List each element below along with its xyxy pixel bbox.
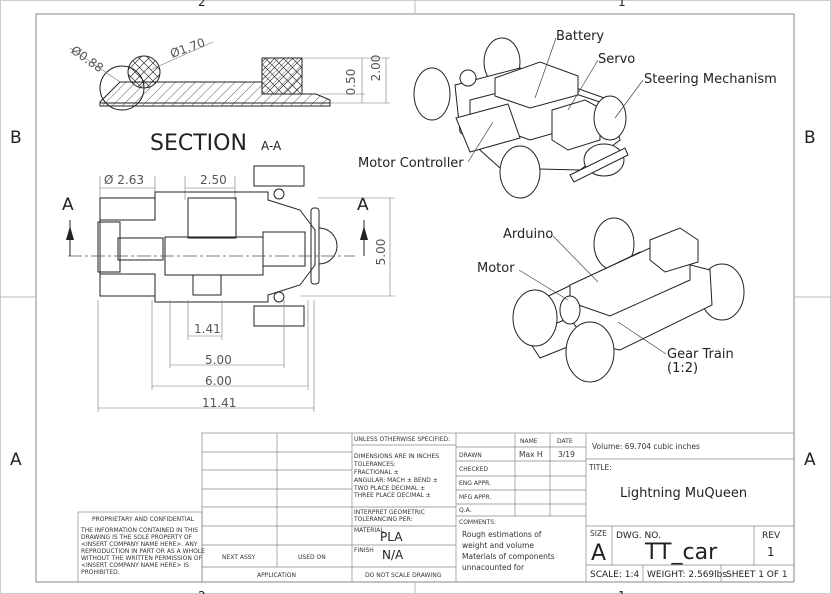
proprietary-title: PROPRIETARY AND CONFIDENTIAL bbox=[92, 516, 195, 523]
tb-qa: Q.A. bbox=[459, 507, 472, 514]
dim-dia-263: Ø 2.63 bbox=[104, 173, 144, 187]
callout-gear-ratio: (1:2) bbox=[667, 361, 698, 376]
proprietary-line-4: REPRODUCTION IN PART OR AS A WHOLE bbox=[81, 548, 205, 555]
callout-motor-controller: Motor Controller bbox=[358, 156, 464, 171]
tb-comment-2: weight and volume bbox=[462, 541, 534, 550]
tb-unless: UNLESS OTHERWISE SPECIFIED: bbox=[354, 436, 450, 443]
tb-size-label: SIZE bbox=[590, 529, 607, 538]
callout-motor: Motor bbox=[477, 261, 515, 276]
tb-comment-4: unnacounted for bbox=[462, 563, 525, 572]
dim-1141: 11.41 bbox=[202, 396, 236, 410]
tb-weight: WEIGHT: 2.569lbs bbox=[647, 570, 727, 580]
tb-date-header: DATE bbox=[557, 438, 573, 445]
tb-interpret: INTERPRET GEOMETRIC bbox=[354, 509, 425, 516]
callout-servo: Servo bbox=[598, 52, 635, 67]
title-block bbox=[201, 432, 795, 583]
tb-title-label: TITLE: bbox=[588, 463, 612, 472]
tb-used-on: USED ON bbox=[298, 554, 326, 561]
tb-fractional: FRACTIONAL ± bbox=[354, 469, 399, 476]
dim-500: 5.00 bbox=[205, 353, 232, 367]
tb-do-not-scale: DO NOT SCALE DRAWING bbox=[365, 572, 442, 579]
tb-three-place: THREE PLACE DECIMAL ± bbox=[353, 492, 431, 499]
zone-label-b-left: B bbox=[10, 128, 22, 148]
zone-label-2-top: 2 bbox=[198, 0, 206, 9]
proprietary-line-2: DRAWING IS THE SOLE PROPERTY OF bbox=[81, 534, 193, 541]
plan-view: Ø 2.63 2.50 A A 5.00 bbox=[62, 165, 395, 412]
section-subtitle: A-A bbox=[261, 139, 282, 153]
tb-eng-appr: ENG APPR. bbox=[459, 480, 491, 487]
callout-battery: Battery bbox=[556, 29, 604, 44]
tb-dims-in: DIMENSIONS ARE IN INCHES bbox=[354, 453, 439, 460]
zone-label-b-right: B bbox=[804, 128, 816, 148]
section-title: SECTION bbox=[150, 131, 247, 156]
tb-rev-label: REV bbox=[762, 531, 781, 541]
tb-comments-label: COMMENTS: bbox=[459, 519, 496, 526]
section-marker-a-left: A bbox=[62, 195, 74, 215]
callout-gear-train: Gear Train bbox=[667, 347, 734, 362]
tb-sheet: SHEET 1 OF 1 bbox=[726, 570, 788, 580]
tb-application: APPLICATION bbox=[257, 572, 296, 579]
dim-height-200: 2.00 bbox=[369, 55, 383, 82]
iso-view-top bbox=[413, 37, 629, 199]
iso-view-bottom bbox=[512, 217, 745, 383]
proprietary-line-3: <INSERT COMPANY NAME HERE>. ANY bbox=[81, 541, 198, 548]
proprietary-line-1: THE INFORMATION CONTAINED IN THIS bbox=[80, 527, 198, 534]
tb-drawn-date: 3/19 bbox=[558, 450, 575, 459]
dim-600: 6.00 bbox=[205, 374, 232, 388]
tb-material: PLA bbox=[380, 530, 403, 544]
tb-rev: 1 bbox=[767, 545, 775, 559]
callout-arduino: Arduino bbox=[503, 227, 553, 242]
proprietary-line-5: WITHOUT THE WRITTEN PERMISSION OF bbox=[81, 555, 202, 562]
section-view: 0.50 2.00 Ø0.88 Ø1.70 SECTION A-A bbox=[68, 35, 390, 156]
tb-dwg-no: TT_car bbox=[644, 540, 718, 565]
dim-141: 1.41 bbox=[194, 322, 221, 336]
tb-mfg-appr: MFG APPR. bbox=[459, 494, 491, 501]
tb-tolerances: TOLERANCES: bbox=[353, 461, 396, 468]
tb-angular: ANGULAR: MACH ± BEND ± bbox=[354, 477, 438, 484]
tb-material-label: MATERIAL bbox=[354, 527, 384, 534]
tb-dwg-label: DWG. NO. bbox=[616, 531, 661, 541]
proprietary-line-6: <INSERT COMPANY NAME HERE> IS bbox=[81, 562, 189, 569]
zone-label-a-left: A bbox=[10, 450, 22, 470]
dim-dia-170: Ø1.70 bbox=[168, 35, 207, 61]
zone-label-1-top: 1 bbox=[618, 0, 626, 9]
tb-title: Lightning MuQueen bbox=[620, 486, 747, 501]
section-marker-a-right: A bbox=[357, 195, 369, 215]
zone-label-1-bottom: 1 bbox=[618, 589, 626, 594]
tb-next-assy: NEXT ASSY bbox=[222, 554, 256, 561]
zone-label-a-right: A bbox=[804, 450, 816, 470]
dim-250: 2.50 bbox=[200, 173, 227, 187]
tb-name-header: NAME bbox=[520, 438, 538, 445]
tb-finish: N/A bbox=[382, 548, 404, 562]
zone-label-2-bottom: 2 bbox=[198, 589, 206, 594]
tb-volume: Volume: 69.704 cubic inches bbox=[592, 442, 700, 451]
tb-scale: SCALE: 1:4 bbox=[590, 570, 640, 580]
callout-steering: Steering Mechanism bbox=[644, 72, 777, 87]
tb-drawn: DRAWN bbox=[459, 452, 482, 459]
tb-comment-1: Rough estimations of bbox=[462, 530, 542, 539]
dim-height-plan-500: 5.00 bbox=[374, 239, 388, 266]
tb-drawn-name: Max H bbox=[519, 450, 543, 459]
dim-dia-088: Ø0.88 bbox=[68, 43, 106, 75]
tb-size: A bbox=[591, 541, 606, 566]
tb-comment-3: Materials of components bbox=[462, 552, 555, 561]
dim-height-050: 0.50 bbox=[344, 69, 358, 96]
tb-tolerancing: TOLERANCING PER: bbox=[353, 516, 412, 523]
tb-checked: CHECKED bbox=[459, 466, 488, 473]
tb-two-place: TWO PLACE DECIMAL ± bbox=[353, 485, 425, 492]
tb-finish-label: FINISH bbox=[354, 547, 374, 554]
proprietary-line-7: PROHIBITED. bbox=[81, 569, 120, 576]
proprietary-box bbox=[77, 511, 203, 583]
